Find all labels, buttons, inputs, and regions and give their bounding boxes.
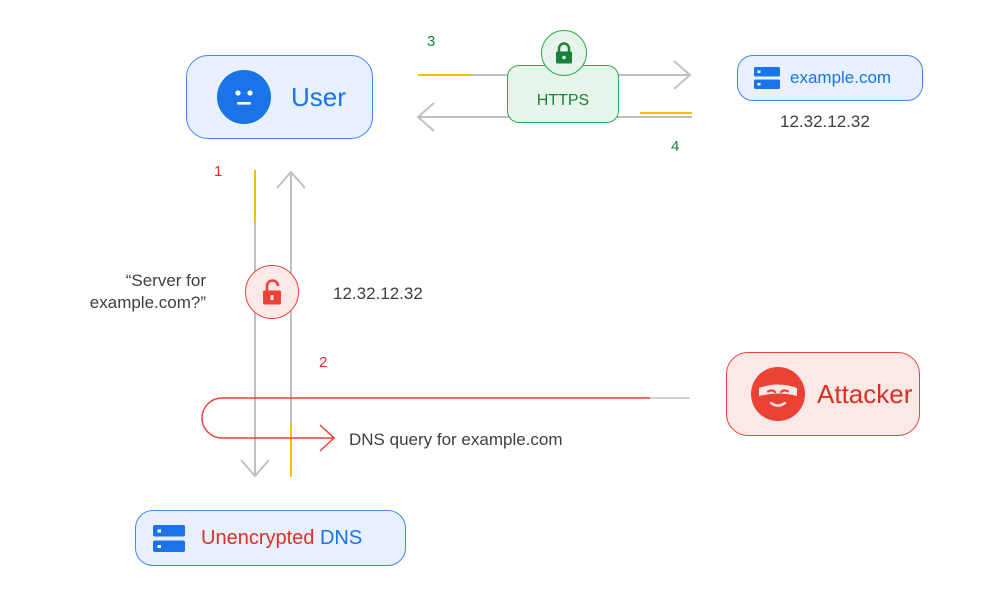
step-2-number: 2	[319, 354, 328, 371]
attacker-node: Attacker	[726, 352, 920, 436]
https-request-arrowhead	[673, 60, 692, 90]
masked-bandit-icon	[751, 367, 805, 421]
server-icon	[153, 524, 185, 552]
dns-server-label: Unencrypted DNS	[201, 527, 362, 550]
https-response-arrowhead	[416, 102, 435, 132]
attack-arrowhead	[319, 424, 336, 452]
site-label: example.com	[790, 68, 892, 87]
dns-query-label: DNS query for example.com	[349, 430, 563, 449]
step-4-number: 4	[671, 138, 680, 155]
site-node: example.com	[737, 55, 923, 101]
lock-open-icon	[245, 265, 299, 319]
neutral-face-icon	[217, 70, 271, 124]
server-icon	[754, 67, 780, 89]
dns-answer-ip: 12.32.12.32	[333, 284, 423, 303]
attacker-label: Attacker	[817, 378, 913, 409]
site-ip-address: 12.32.12.32	[780, 112, 870, 131]
https-label: HTTPS	[536, 92, 590, 109]
lock-closed-icon	[541, 30, 587, 76]
dns-server-node: Unencrypted DNS	[135, 510, 406, 566]
step-3-number: 3	[427, 33, 436, 50]
user-node: User	[186, 55, 373, 139]
step-1-number: 1	[214, 163, 223, 180]
attack-path	[201, 397, 650, 439]
dns-question-text: “Server for example.com?”	[89, 271, 206, 312]
dns-request-arrowhead	[240, 459, 270, 478]
dns-label-prefix: Unencrypted	[201, 526, 315, 549]
dns-response-arrowhead	[276, 170, 306, 189]
dns-label-suffix: DNS	[319, 526, 363, 549]
user-label: User	[291, 81, 346, 112]
